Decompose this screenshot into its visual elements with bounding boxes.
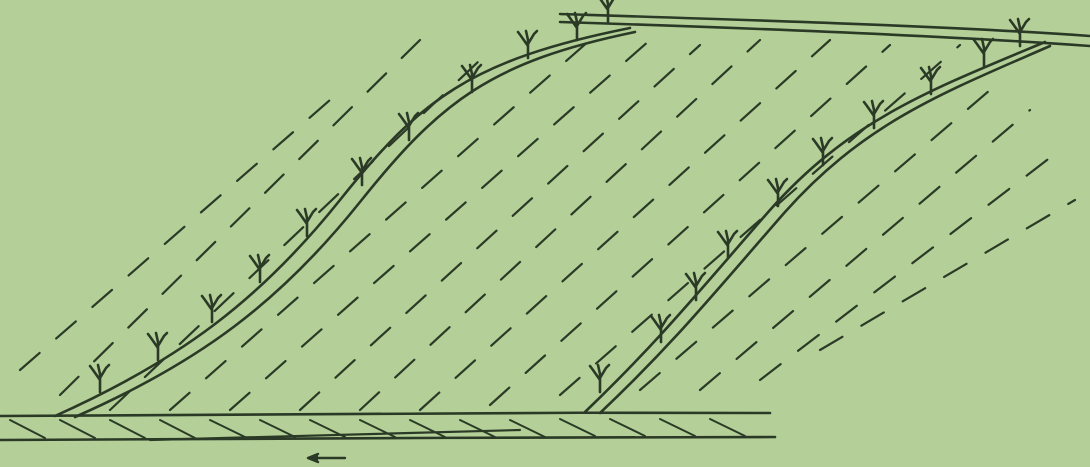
hillside-hedgerow-diagram [0,0,1090,467]
paper-texture [0,0,1090,467]
diagram-canvas [0,0,1090,467]
